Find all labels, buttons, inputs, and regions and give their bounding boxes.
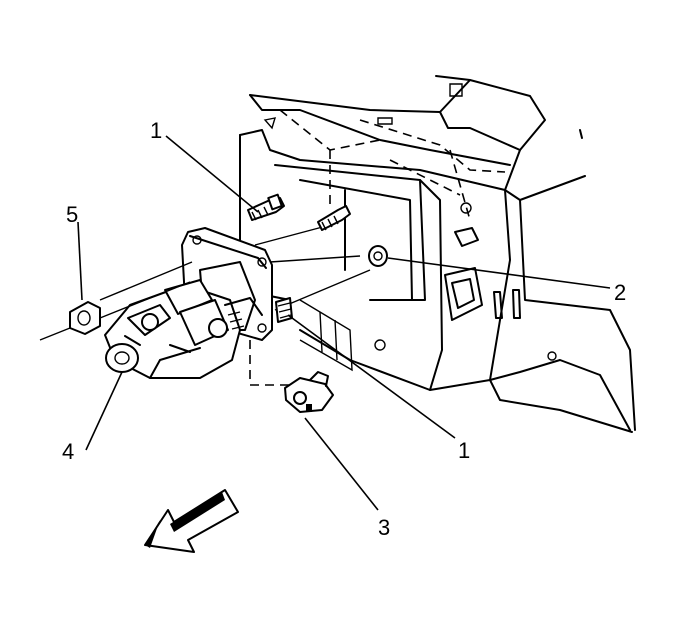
alignment-lines xyxy=(39,224,371,386)
front-arrow-icon xyxy=(144,489,239,553)
bolt-upper xyxy=(247,193,285,221)
power-steering-pump xyxy=(104,261,263,379)
callout-label-pressure-switch: 3 xyxy=(378,515,390,540)
nut-inner xyxy=(368,245,388,267)
callout-label-pump: 4 xyxy=(62,439,74,464)
bolt-middle xyxy=(317,205,351,231)
pressure-switch xyxy=(284,371,334,413)
callout-label-nut-inner: 2 xyxy=(614,280,626,305)
nut-outer xyxy=(69,301,101,335)
callout-leaders xyxy=(77,135,611,511)
callout-label-bolt-lower: 1 xyxy=(458,438,470,463)
frame-bracket xyxy=(239,75,636,433)
callout-label-bolt-upper: 1 xyxy=(150,118,162,143)
bolt-lower xyxy=(275,297,293,323)
callout-label-nut-outer: 5 xyxy=(66,202,78,227)
